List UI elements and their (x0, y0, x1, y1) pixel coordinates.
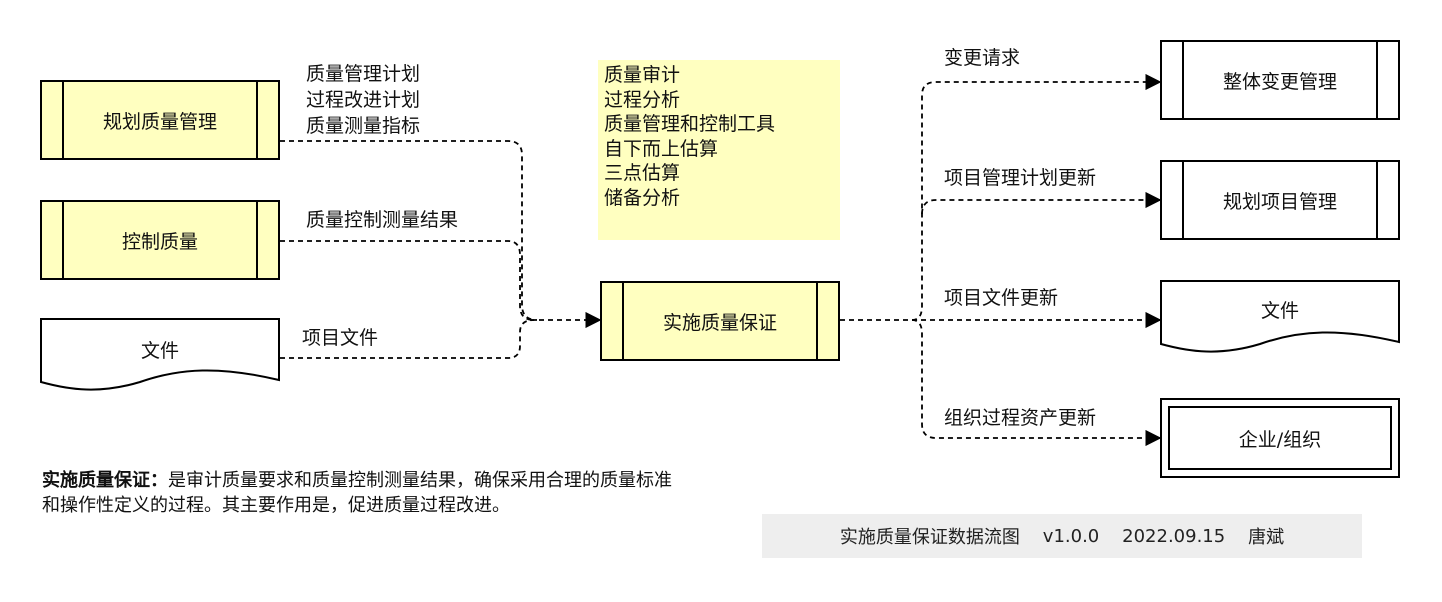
enterprise-label: 企业/组织 (1168, 406, 1392, 470)
plan-output-1: 质量管理计划 (306, 63, 421, 85)
definition-term: 实施质量保证： (42, 470, 168, 491)
footer-author: 唐斌 (1248, 527, 1285, 548)
plan-pm-label: 规划项目管理 (1222, 190, 1337, 213)
plan-pm-process[interactable]: 规划项目管理 (1160, 160, 1400, 240)
doc-update-label: 项目文件更新 (944, 287, 1059, 309)
control-quality-label: 控制质量 (121, 230, 198, 253)
tool-item: 三点估算 (604, 162, 681, 184)
project-docs-label: 项目文件 (302, 327, 379, 349)
plan-quality-label: 规划质量管理 (102, 110, 217, 133)
perform-qa-label: 实施质量保证 (662, 311, 777, 334)
pm-plan-update-label: 项目管理计划更新 (944, 167, 1097, 189)
definition-text: 是审计质量要求和质量控制测量结果，确保采用合理的质量标准和操作性定义的过程。其主… (42, 470, 672, 516)
tool-item: 储备分析 (604, 186, 681, 209)
footer-date: 2022.09.15 (1122, 525, 1226, 547)
document-shape-icon (1160, 280, 1400, 353)
tool-item: 质量审计 (604, 64, 681, 86)
plan-output-3: 质量测量指标 (306, 115, 421, 137)
connector-to-plan-pm (921, 191, 1162, 215)
documents-input-label: 文件 (140, 340, 179, 362)
document-shape-icon (40, 318, 280, 391)
connector-to-integrated-change (911, 73, 1162, 321)
documents-output-label: 文件 (1260, 300, 1299, 322)
enterprise-entity[interactable]: 企业/组织 (1160, 398, 1400, 478)
control-quality-process[interactable]: 控制质量 (40, 200, 280, 280)
connector-plan-quality (280, 140, 538, 321)
documents-input[interactable]: 文件 (40, 318, 280, 398)
connector-to-enterprise (911, 319, 1162, 447)
connector-control-quality (280, 240, 535, 321)
change-request-label: 变更请求 (944, 47, 1021, 69)
perform-qa-process[interactable]: 实施质量保证 (600, 281, 840, 361)
connector-documents (280, 319, 535, 359)
tools-techniques-box: 质量审计 过程分析 质量管理和控制工具 自下而上估算 三点估算 储备分析 (598, 60, 840, 240)
footer-title: 实施质量保证数据流图 (839, 527, 1020, 548)
integrated-change-label: 整体变更管理 (1222, 70, 1337, 93)
control-output-label: 质量控制测量结果 (306, 209, 459, 231)
tool-item: 质量管理和控制工具 (604, 113, 776, 135)
plan-quality-process[interactable]: 规划质量管理 (40, 80, 280, 160)
documents-output[interactable]: 文件 (1160, 280, 1400, 360)
integrated-change-process[interactable]: 整体变更管理 (1160, 40, 1400, 120)
process-definition: 实施质量保证：是审计质量要求和质量控制测量结果，确保采用合理的质量标准和操作性定… (42, 468, 682, 518)
plan-output-2: 过程改进计划 (306, 89, 421, 111)
opa-update-label: 组织过程资产更新 (944, 407, 1097, 429)
diagram-footer: 实施质量保证数据流图 v1.0.0 2022.09.15 唐斌 (762, 514, 1362, 558)
tool-item: 过程分析 (604, 88, 681, 111)
footer-version: v1.0.0 (1042, 525, 1100, 547)
tool-item: 自下而上估算 (604, 137, 719, 160)
